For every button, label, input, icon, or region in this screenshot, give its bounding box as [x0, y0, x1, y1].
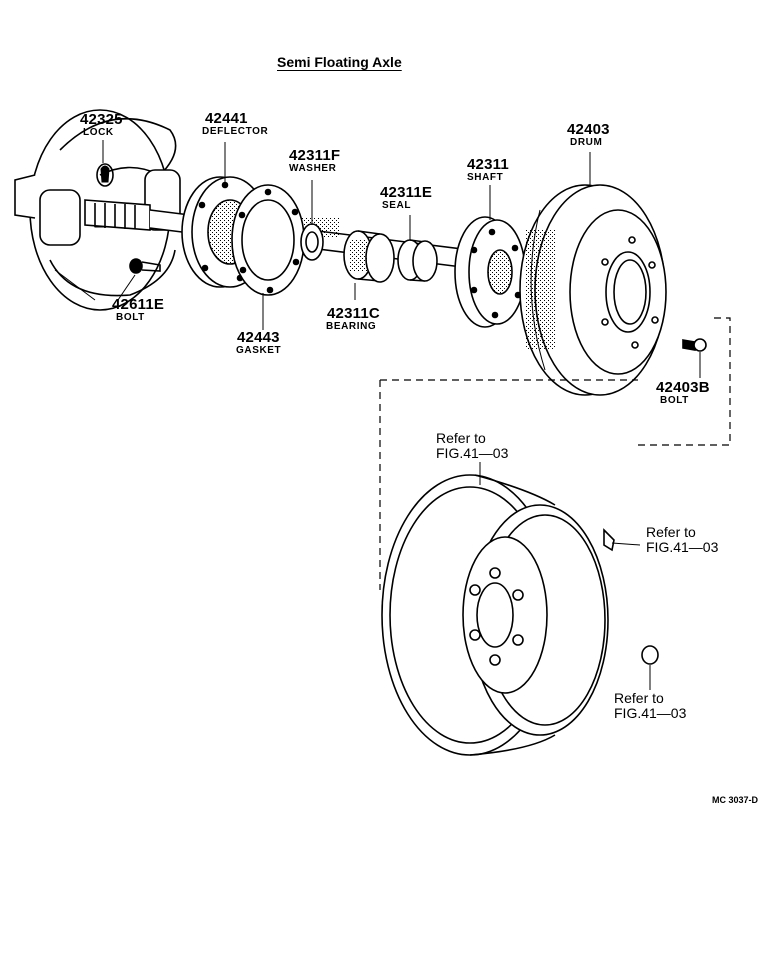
reference-2-line2: FIG.41—03: [646, 539, 719, 555]
part-number-42311e: 42311E: [380, 184, 433, 201]
diagram-title: Semi Floating Axle: [277, 54, 402, 70]
gasket-drawing: [231, 184, 305, 296]
part-number-42443: 42443: [237, 329, 280, 346]
part-name-bolt-2: BOLT: [660, 395, 689, 406]
part-number-42403: 42403: [567, 121, 610, 138]
bearing-drawing: [343, 230, 395, 283]
reference-1-line1: Refer to: [436, 430, 486, 446]
part-name-bolt: BOLT: [116, 312, 145, 323]
leader-lines: [54, 140, 701, 690]
bolt-42611e-drawing: [129, 258, 161, 274]
wheel-clip-drawing: [603, 528, 615, 552]
washer-drawing: [300, 223, 324, 261]
part-name-seal: SEAL: [382, 200, 412, 211]
dashed-bracket-lines: [379, 317, 731, 590]
seal-drawing: [397, 239, 438, 282]
part-number-42441: 42441: [205, 110, 248, 127]
part-name-drum: DRUM: [570, 137, 603, 148]
part-number-42311f: 42311F: [289, 147, 341, 164]
part-name-deflector: DEFLECTOR: [202, 126, 269, 137]
shaft-flange-drawing: [454, 216, 526, 328]
reference-3-line2: FIG.41—03: [614, 705, 687, 721]
part-name-gasket: GASKET: [236, 345, 282, 356]
part-number-42311: 42311: [467, 156, 509, 173]
reference-3-line1: Refer to: [614, 690, 664, 706]
reference-1-line2: FIG.41—03: [436, 445, 509, 461]
part-number-42611e: 42611E: [112, 296, 165, 313]
part-name-lock: LOCK: [83, 127, 114, 138]
part-name-shaft: SHAFT: [467, 172, 504, 183]
part-number-42403b: 42403B: [656, 379, 710, 396]
bolt-42403b-drawing: [682, 338, 707, 352]
wheel-drawing: [381, 474, 609, 756]
reference-2-line1: Refer to: [646, 524, 696, 540]
part-number-42325: 42325: [80, 111, 123, 128]
part-name-washer: WASHER: [289, 163, 337, 174]
part-number-42311c: 42311C: [327, 305, 380, 322]
wheel-nut-drawing: [641, 645, 659, 665]
figure-code: MC 3037-D: [712, 795, 759, 805]
brake-drum-drawing: [519, 184, 667, 396]
part-name-bearing: BEARING: [326, 321, 377, 332]
